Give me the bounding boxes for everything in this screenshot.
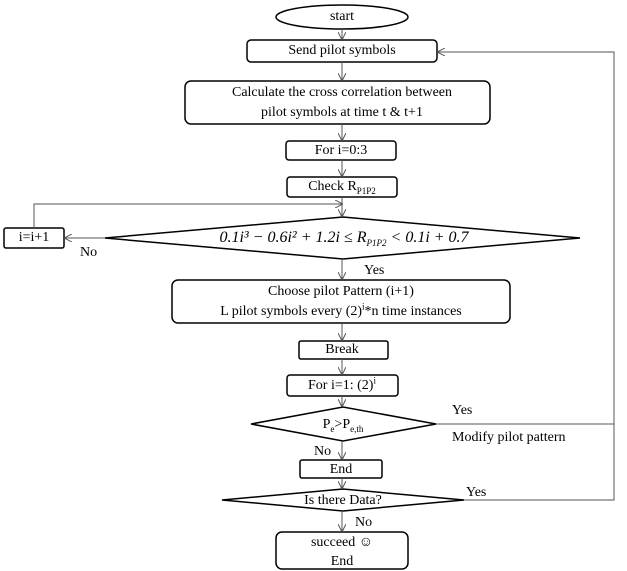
succeed-box [275,531,409,570]
yes-label: Yes [364,263,385,278]
calculate-box [184,80,491,125]
break-box [298,340,389,360]
check-label: Check RP1P2 [308,179,376,196]
no-label: No [80,245,98,260]
for-loop-2-text: For i=1: (2) [308,378,374,393]
end-box [299,459,383,479]
pe-sub2: e,th [350,423,364,434]
arrow-increment-loop [33,204,342,228]
calculate-label-line2: pilot symbols at time t & t+1 [261,105,423,120]
for-loop-2-sup: i [373,375,376,386]
succeed-label: succeed ☺ [310,535,374,550]
modify-pattern-label: Modify pilot pattern [452,430,566,445]
end-label: End [329,462,353,477]
pe-condition-label: Pe>Pe,th [322,417,364,434]
send-pilot-label: Send pilot symbols [288,43,396,58]
choose-line2-tail: *n time instances [364,304,462,319]
data-question-label: Is there Data? [304,493,382,508]
condition-diamond [104,216,581,260]
choose-line2-sup: i [362,301,365,312]
choose-line2-text: L pilot symbols every (2) [220,304,363,319]
pe-p: P [322,417,331,432]
check-subscript: P1P2 [356,185,376,196]
data-yes-label: Yes [466,485,487,500]
condition-subscript: P1P2 [366,238,387,249]
data-no-label: No [355,515,373,530]
calculate-label-line1: Calculate the cross correlation between [231,85,453,100]
pe-sub1: e [330,423,335,434]
pe-gt: >P [334,417,351,432]
for-loop-1-label: For i=0:3 [314,143,368,158]
increment-label: i=i+1 [18,230,50,245]
pe-yes-label: Yes [452,403,473,418]
final-end-label: End [330,554,354,569]
condition-tail: < 0.1i + 0.7 [386,229,469,246]
check-text: Check R [308,179,357,194]
start-label: start [329,9,355,24]
condition-text: 0.1i³ − 0.6i² + 1.2i ≤ R [219,229,367,246]
break-label: Break [325,342,359,357]
for-loop-1-box [285,140,397,161]
condition-label: 0.1i³ − 0.6i² + 1.2i ≤ RP1P2 < 0.1i + 0.… [219,229,469,249]
choose-pattern-box [171,279,511,324]
pe-no-label: No [314,444,332,459]
choose-label-line2: L pilot symbols every (2)i*n time instan… [220,302,462,319]
choose-label-line1: Choose pilot Pattern (i+1) [268,284,414,299]
arrow-data-yes-loop [438,52,615,501]
for-loop-2-label: For i=1: (2)i [308,376,376,393]
